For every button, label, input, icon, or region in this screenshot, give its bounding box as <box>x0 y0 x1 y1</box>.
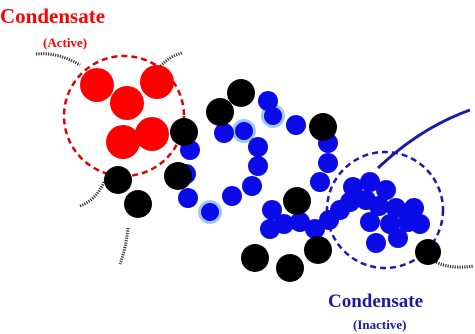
bead <box>104 166 132 194</box>
bead <box>283 187 311 215</box>
bead <box>178 188 198 208</box>
bead <box>241 244 269 272</box>
polymer-tails <box>35 51 475 269</box>
bead <box>274 214 294 234</box>
bead <box>415 239 441 265</box>
bead <box>369 196 389 216</box>
bead <box>135 117 169 151</box>
bead <box>80 68 114 102</box>
membrane-arc <box>376 108 471 170</box>
tail-bottom-right <box>431 258 475 269</box>
tail-top-left <box>35 52 81 67</box>
bead <box>386 198 406 218</box>
bead <box>164 162 192 190</box>
bead <box>106 125 140 159</box>
bead <box>286 115 306 135</box>
bead <box>248 156 268 176</box>
bead <box>258 91 278 111</box>
tail-left-mid <box>79 181 106 208</box>
bead <box>262 200 282 220</box>
bead <box>242 176 262 196</box>
inactive-condensate-title: Condensate <box>328 291 424 312</box>
bead <box>264 107 282 125</box>
bead <box>276 254 304 282</box>
bead <box>376 180 396 200</box>
active-condensate-title: Condensate <box>0 4 106 28</box>
bead <box>206 98 234 126</box>
inactive-condensate-boundary <box>325 150 445 270</box>
bead <box>360 172 380 192</box>
bead <box>235 122 253 140</box>
bead <box>290 212 310 232</box>
bead <box>410 214 430 234</box>
bead <box>124 190 152 218</box>
bead <box>318 153 338 173</box>
bead <box>310 172 330 192</box>
bead <box>248 137 268 157</box>
inactive-condensate-subtitle: (Inactive) <box>353 317 407 332</box>
bead <box>360 212 380 232</box>
tail-bottom-left <box>118 227 130 265</box>
blue-beads <box>176 91 430 253</box>
bead <box>340 192 360 212</box>
tail-top-right <box>148 51 183 83</box>
bead <box>140 65 174 99</box>
bead <box>227 79 255 107</box>
bead <box>304 236 332 264</box>
bead <box>214 123 234 143</box>
bead <box>388 228 408 248</box>
bead <box>110 86 144 120</box>
red-beads <box>80 65 174 159</box>
bead <box>201 203 219 221</box>
bead <box>343 177 363 197</box>
active-condensate-subtitle: (Active) <box>43 35 88 50</box>
bead <box>222 186 242 206</box>
bead <box>170 118 198 146</box>
bead <box>366 233 386 253</box>
bead <box>309 113 337 141</box>
black-beads <box>104 79 441 282</box>
